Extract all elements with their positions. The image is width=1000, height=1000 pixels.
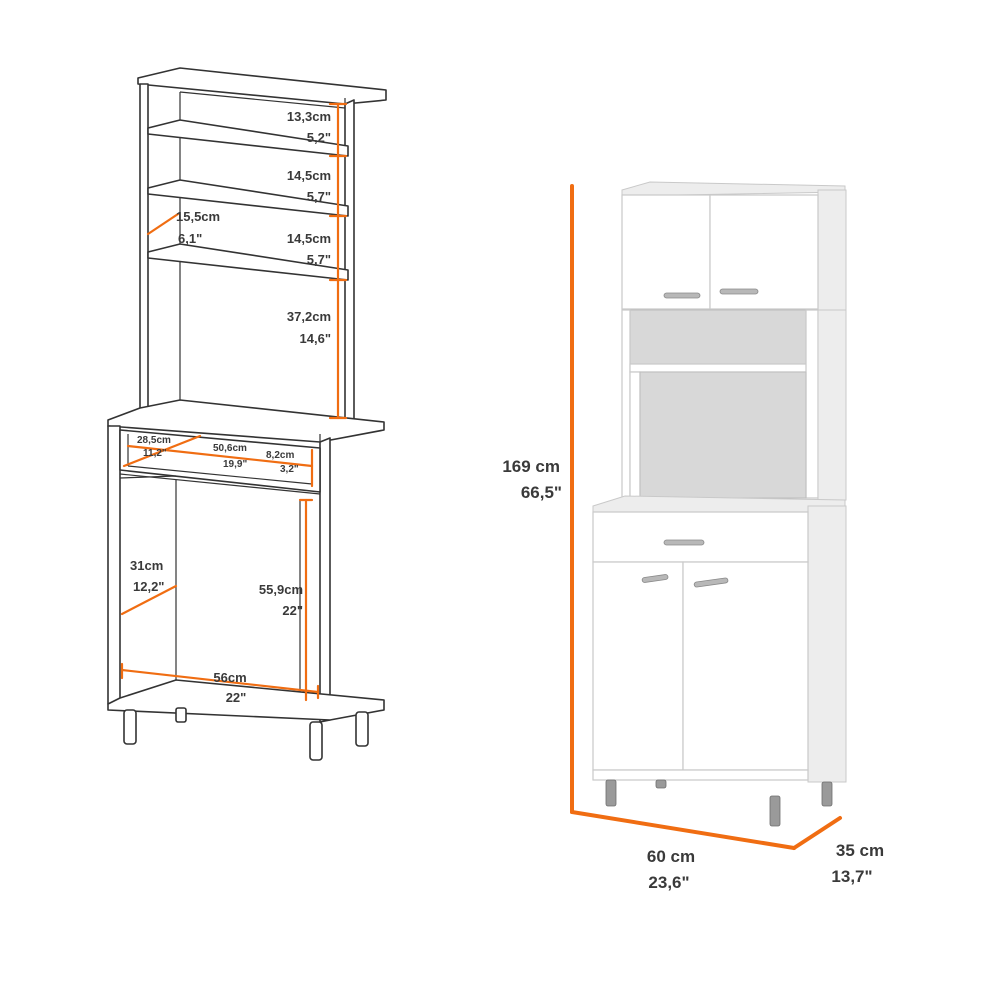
top-right-handle xyxy=(719,288,759,295)
width-in-label: 23,6" xyxy=(648,873,689,892)
drawer-height-in-label: 3,2" xyxy=(280,464,299,475)
line-drawing-labels: 13,3cm 5,2" 14,5cm 5,7" 14,5cm 5,7" 15,5… xyxy=(130,109,331,705)
shelf-2-cm-label: 14,5cm xyxy=(287,168,331,183)
leg-front-right xyxy=(769,795,781,827)
drawer-frame xyxy=(119,429,321,493)
base-depth-cm-label: 31cm xyxy=(130,558,163,573)
shelf-2-in-label: 5,7" xyxy=(307,189,331,204)
base-height-in-label: 22" xyxy=(282,603,303,618)
counter-top xyxy=(107,399,385,443)
drawer-width-in-label: 19,9" xyxy=(223,459,247,470)
hutch-upright-right xyxy=(805,309,819,499)
legs xyxy=(123,707,369,761)
hutch-open-in-label: 14,6" xyxy=(300,331,331,346)
base-depth-in-label: 12,2" xyxy=(133,579,164,594)
drawer-depth-in-label: 11,2" xyxy=(143,448,167,459)
height-cm-label: 169 cm xyxy=(502,457,560,476)
product-render xyxy=(592,181,847,827)
hutch-open-back xyxy=(639,371,807,499)
drawer-height-cm-label: 8,2cm xyxy=(266,450,294,461)
top-left-door xyxy=(621,194,711,310)
top-cabinet-top xyxy=(621,181,846,197)
base-right-handle xyxy=(693,577,729,588)
width-cm-label: 60 cm xyxy=(647,847,695,866)
product-dimensions xyxy=(570,184,842,850)
hutch-left-side xyxy=(139,83,149,411)
hutch-right-panel xyxy=(817,309,847,501)
base-right-door xyxy=(682,561,809,771)
width-line xyxy=(570,810,796,850)
niche-left-side xyxy=(621,309,631,511)
drawer-front xyxy=(592,511,809,563)
leg-front-left xyxy=(605,779,617,807)
depth-cm-label: 35 cm xyxy=(836,841,884,860)
shelf-1-cm-label: 13,3cm xyxy=(287,109,331,124)
shelf-1 xyxy=(147,119,349,157)
leg-back-left xyxy=(655,779,667,789)
top-left-handle xyxy=(663,292,701,299)
shelf-1-in-label: 5,2" xyxy=(307,130,331,145)
base-right-panel xyxy=(807,505,847,783)
niche-back xyxy=(629,309,811,365)
shelf-2 xyxy=(147,179,349,217)
depth-line xyxy=(792,816,842,850)
height-in-label: 66,5" xyxy=(521,483,562,502)
base-left-door xyxy=(592,561,684,771)
shelf-3 xyxy=(147,243,349,281)
shelf-depth-in-label: 6,1" xyxy=(178,231,202,246)
leg-back-right xyxy=(821,781,833,807)
niche-shelf xyxy=(629,363,811,373)
hutch-open-cm-label: 37,2cm xyxy=(287,309,331,324)
line-drawing-dimensions xyxy=(120,102,348,702)
top-cabinet-side xyxy=(817,189,847,311)
shelf-depth-cm-label: 15,5cm xyxy=(176,209,220,224)
base-right-side xyxy=(319,437,331,723)
hutch-upright-left xyxy=(629,371,641,499)
line-drawing-cabinet xyxy=(107,67,387,761)
drawer-depth-cm-label: 28,5cm xyxy=(137,435,171,446)
base-plinth xyxy=(592,769,809,781)
drawer-width-cm-label: 50,6cm xyxy=(213,443,247,454)
base-height-cm-label: 55,9cm xyxy=(259,582,303,597)
base-width-in-label: 22" xyxy=(226,690,247,705)
product-labels: 169 cm 66,5" 60 cm 23,6" 35 cm 13,7" xyxy=(502,457,884,892)
shelf-3-in-label: 5,7" xyxy=(307,252,331,267)
shelf-3-cm-label: 14,5cm xyxy=(287,231,331,246)
base-width-cm-label: 56cm xyxy=(213,670,246,685)
base-left-side xyxy=(107,425,121,707)
drawer-handle xyxy=(663,539,705,546)
base-left-handle xyxy=(641,574,669,583)
depth-in-label: 13,7" xyxy=(831,867,872,886)
hutch-top xyxy=(137,67,387,105)
